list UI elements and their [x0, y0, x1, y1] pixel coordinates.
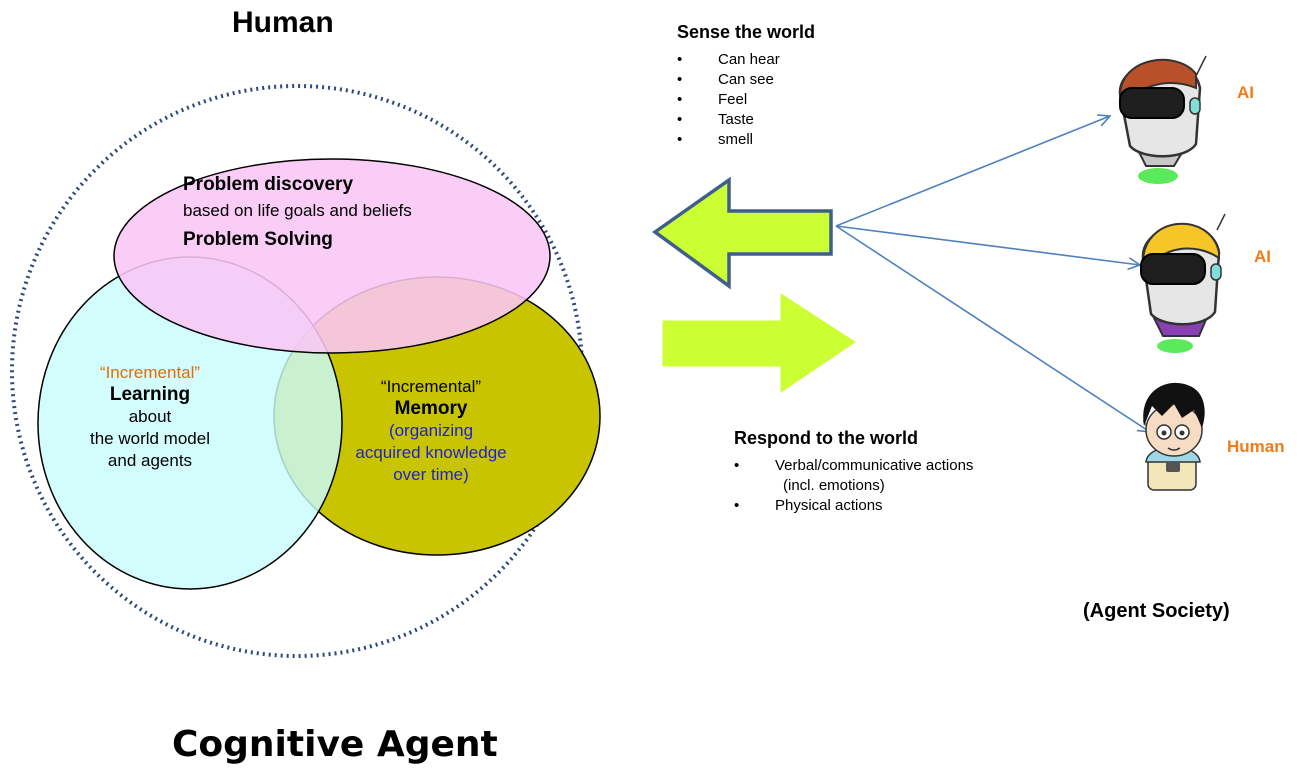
memory-line-1: (organizing	[388, 421, 474, 440]
learning-text-block: “Incremental” Learning about the world m…	[60, 362, 240, 472]
learning-qualifier: “Incremental”	[99, 363, 201, 382]
connector-ai-1	[835, 116, 1110, 227]
list-item: Feel	[677, 90, 780, 110]
problem-discovery-subtitle: based on life goals and beliefs	[183, 201, 412, 220]
list-item: Taste	[677, 110, 780, 130]
learning-line-1: about	[128, 407, 172, 426]
memory-line-3: over time)	[393, 465, 469, 484]
problem-ellipse	[113, 158, 551, 354]
memory-text-block: “Incremental” Memory (organizing acquire…	[336, 376, 526, 486]
agent-label-ai-2: AI	[1254, 247, 1271, 266]
human-title: Human	[232, 6, 334, 39]
agent-label-ai-1: AI	[1237, 83, 1254, 102]
learning-title: Learning	[109, 384, 191, 405]
respond-list: Verbal/communicative actions (incl. emot…	[734, 456, 973, 516]
list-item: Physical actions	[734, 496, 973, 516]
list-item-continuation: (incl. emotions)	[783, 477, 885, 494]
robot-icon	[1118, 55, 1207, 184]
human-icon	[1143, 382, 1205, 491]
agent-label-human: Human	[1227, 437, 1285, 456]
problem-discovery-title: Problem discovery	[183, 174, 354, 195]
sense-title: Sense the world	[677, 22, 816, 42]
list-item: Verbal/communicative actions	[734, 456, 973, 476]
agent-society-label: (Agent Society)	[1083, 600, 1230, 622]
memory-line-2: acquired knowledge	[355, 443, 507, 462]
connector-human	[835, 225, 1150, 432]
memory-title: Memory	[394, 398, 468, 419]
learning-line-2: the world model	[89, 429, 210, 448]
respond-arrow	[662, 293, 856, 393]
robot-icon	[1140, 213, 1226, 353]
respond-title: Respond to the world	[734, 428, 918, 448]
list-item: smell	[677, 130, 780, 150]
sense-list: Can hear Can see Feel Taste smell	[677, 50, 780, 150]
learning-line-3: and agents	[107, 451, 193, 470]
list-item: Can see	[677, 70, 780, 90]
list-item: Can hear	[677, 50, 780, 70]
memory-qualifier: “Incremental”	[380, 377, 482, 396]
cognitive-agent-title: Cognitive Agent	[172, 724, 498, 765]
connector-ai-2	[835, 225, 1140, 265]
sense-arrow	[651, 176, 833, 290]
problem-solving-title: Problem Solving	[183, 229, 333, 250]
